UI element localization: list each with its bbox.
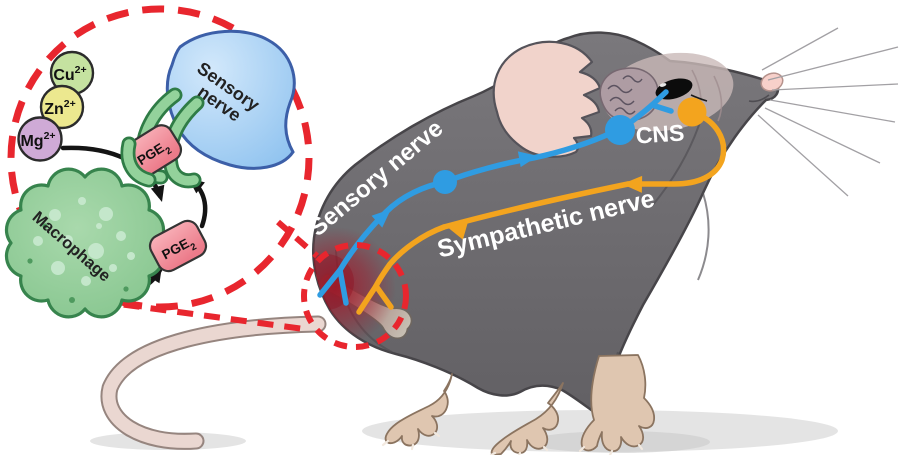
hind-foot-center — [490, 382, 564, 455]
ion-mg-label: Mg2+ — [20, 130, 55, 150]
sympathetic-nerve-path — [356, 109, 727, 315]
pge2-free: PGE2 — [148, 219, 208, 273]
ion-mg: Mg2+ — [17, 116, 63, 162]
sympathetic-arrowhead — [446, 223, 468, 240]
sensory-arrowhead — [517, 151, 538, 168]
pge2-receptor-cup — [120, 136, 157, 188]
hind-foot-left — [384, 373, 453, 447]
brain — [599, 67, 660, 122]
sensory-nerve-nodes — [371, 115, 635, 228]
ion-cu-label: Cu2+ — [53, 64, 86, 84]
joint-highlight-circle — [301, 242, 409, 350]
sympathetic-arrowhead — [622, 175, 643, 193]
macrophage-cell: Macrophage — [4, 167, 166, 319]
ion-zn-label: Zn2+ — [44, 98, 76, 118]
cns-label: CNS — [635, 119, 685, 148]
inset-circle — [7, 5, 313, 311]
macrophage-granules — [33, 197, 135, 286]
mouse-tail — [100, 315, 327, 450]
magnifier-inset: Cu2+ Zn2+ Mg2+ — [4, 29, 296, 319]
paws — [381, 354, 656, 455]
inset-sensory-nerve: Sensory nerve — [165, 29, 296, 170]
ion-zn: Zn2+ — [39, 84, 85, 130]
sympathetic-nerve-nodes — [446, 97, 707, 240]
magnifier-callout — [7, 5, 409, 350]
pge2-bound: PGE2 — [123, 124, 183, 178]
front-paw — [580, 354, 656, 452]
callout-line-upper — [276, 219, 319, 259]
inflammation-glow — [313, 227, 396, 347]
mouth-line — [748, 94, 770, 103]
sensory-arrowhead — [371, 209, 391, 228]
macrophage-dots — [27, 223, 129, 303]
whiskers — [757, 27, 899, 197]
ion-cu: Cu2+ — [49, 50, 95, 96]
